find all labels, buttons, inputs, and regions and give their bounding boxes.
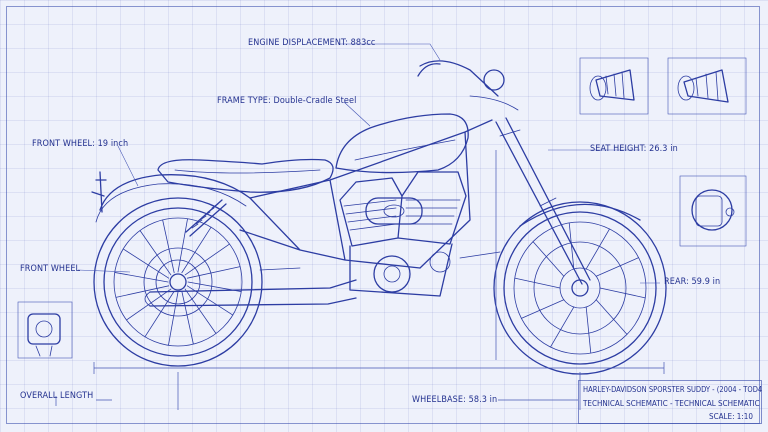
- spoke: [585, 228, 610, 270]
- spoke: [184, 243, 230, 276]
- air-filter-detail-2: [667, 57, 747, 115]
- drawing-border: [6, 6, 760, 424]
- front-brake-detail: [17, 301, 73, 359]
- rear-fender: [99, 174, 251, 211]
- spoke: [186, 266, 241, 279]
- front-wheel-label: FRONT WHEEL: [20, 264, 81, 274]
- seat-height-label: SEAT HEIGHT: 26.3 in: [590, 144, 678, 154]
- overall-length-label: OVERALL LENGTH: [20, 391, 94, 401]
- spoke: [181, 290, 194, 345]
- spoke: [144, 290, 175, 338]
- title-block: HARLEY-DAVIDSON SPORSTER SUDDY - (2004 -…: [578, 380, 762, 424]
- exhaust: [149, 279, 357, 307]
- rear-label: REAR: 59.9 in: [664, 277, 721, 287]
- spoke: [115, 285, 170, 298]
- engine: [339, 171, 467, 297]
- spoke: [114, 272, 169, 283]
- seat: [157, 158, 334, 193]
- spoke: [139, 230, 172, 276]
- title-block-scale: SCALE: 1:10: [709, 412, 753, 421]
- spoke: [550, 306, 575, 348]
- spoke: [532, 241, 565, 277]
- spoke: [162, 219, 175, 274]
- front-wheel-size-label: FRONT WHEEL: 19 inch: [32, 139, 129, 149]
- headlight: [483, 69, 505, 91]
- front-fork: [495, 117, 591, 285]
- fuel-tank: [335, 113, 469, 174]
- rear-wheel: [93, 197, 263, 367]
- spoke: [585, 306, 592, 354]
- spoke: [168, 291, 179, 346]
- spoke: [568, 222, 575, 270]
- spoke: [595, 257, 639, 277]
- spoke: [514, 277, 561, 289]
- spoke: [177, 218, 188, 273]
- frame: [239, 119, 493, 269]
- spoke: [521, 299, 565, 319]
- spoke: [599, 287, 646, 299]
- air-filter-detail-1: [579, 57, 649, 115]
- engine-displacement-label: ENGINE DISPLACEMENT: 883cc: [248, 38, 376, 48]
- brake-caliper-detail: [679, 175, 747, 247]
- frame-type-label: FRAME TYPE: Double-Cradle Steel: [217, 96, 357, 106]
- spoke: [122, 248, 170, 279]
- dimension-lines: [55, 150, 665, 410]
- front-wheel: [493, 201, 667, 375]
- spoke: [181, 226, 212, 274]
- spoke: [184, 288, 217, 334]
- title-block-model: HARLEY-DAVIDSON SPORSTER SUDDY - (2004 -…: [583, 385, 763, 394]
- wheelbase-label: WHEELBASE: 58.3 in: [412, 395, 498, 405]
- spoke: [595, 299, 628, 335]
- shock-absorber: [185, 199, 227, 237]
- title-block-type: TECHNICAL SCHEMATIC - TECHNICAL SCHEMATI…: [583, 399, 760, 408]
